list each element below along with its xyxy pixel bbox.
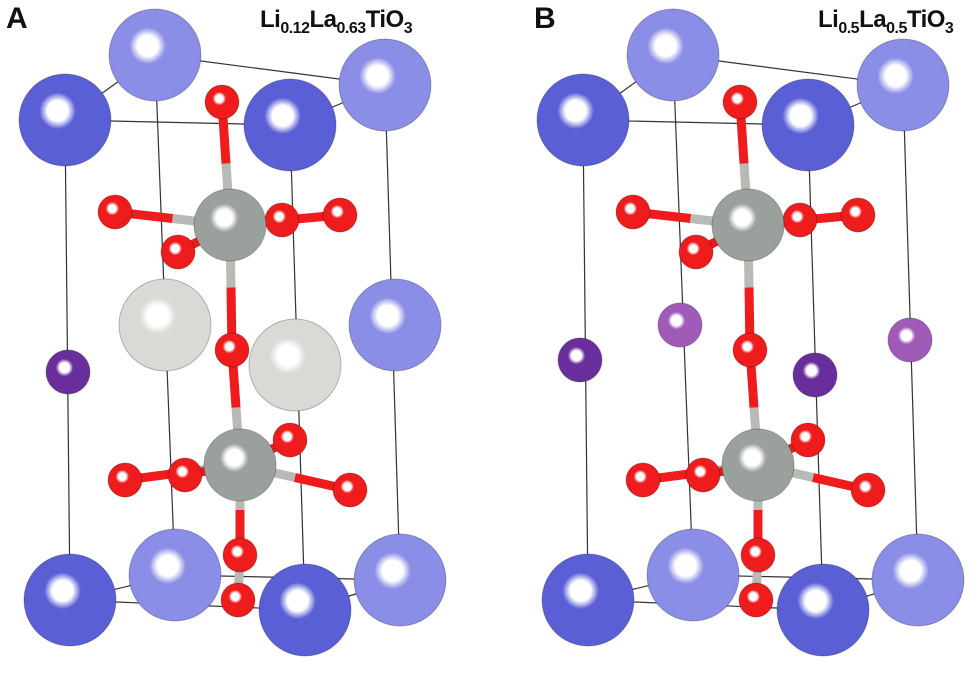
la-atom	[128, 528, 222, 622]
oxygen-atom	[738, 582, 774, 618]
oxygen-atom	[732, 332, 768, 368]
oxygen-atom	[220, 582, 256, 618]
la-atom	[871, 533, 965, 627]
oxygen-atom	[222, 537, 258, 573]
la-atom	[626, 8, 720, 102]
oxygen-atom	[790, 422, 826, 458]
oxygen-atom	[97, 194, 133, 230]
oxygen-atom	[782, 202, 818, 238]
oxygen-atom	[740, 537, 776, 573]
vacancy-site	[118, 278, 212, 372]
panel-a-formula: Li0.12La0.63TiO3	[260, 6, 413, 37]
ti-atom	[193, 188, 267, 262]
la-atom	[353, 533, 447, 627]
oxygen-atom	[722, 84, 758, 120]
la-atom	[23, 553, 117, 647]
ti-atom	[711, 188, 785, 262]
oxygen-atom	[160, 234, 196, 270]
oxygen-atom	[322, 197, 358, 233]
la-atom	[338, 38, 432, 132]
oxygen-atom	[625, 462, 661, 498]
li-atom	[557, 337, 603, 383]
la-atom	[108, 8, 202, 102]
oxygen-atom	[840, 197, 876, 233]
vacancy-site	[248, 318, 342, 412]
li-atom	[657, 302, 703, 348]
oxygen-atom	[214, 332, 250, 368]
oxygen-atom	[264, 202, 300, 238]
panel-b-label: B	[534, 2, 556, 35]
la-atom	[761, 78, 855, 172]
oxygen-atom	[107, 462, 143, 498]
ti-atom	[203, 428, 277, 502]
li-atom	[887, 317, 933, 363]
la-atom	[536, 73, 630, 167]
oxygen-atom	[685, 457, 721, 493]
la-atom	[348, 278, 442, 372]
la-atom	[541, 553, 635, 647]
panel-a-label: A	[6, 2, 28, 35]
la-atom	[258, 563, 352, 657]
la-atom	[856, 38, 950, 132]
oxygen-atom	[332, 472, 368, 508]
oxygen-atom	[204, 84, 240, 120]
la-atom	[243, 78, 337, 172]
la-atom	[646, 528, 740, 622]
oxygen-atom	[272, 422, 308, 458]
li-atom	[792, 352, 838, 398]
ti-atom	[721, 428, 795, 502]
panel-b-formula: Li0.5La0.5TiO3	[818, 6, 954, 37]
oxygen-atom	[167, 457, 203, 493]
oxygen-atom	[850, 472, 886, 508]
oxygen-atom	[678, 234, 714, 270]
la-atom	[18, 73, 112, 167]
oxygen-atom	[615, 194, 651, 230]
li-atom	[45, 349, 91, 395]
la-atom	[776, 563, 870, 657]
